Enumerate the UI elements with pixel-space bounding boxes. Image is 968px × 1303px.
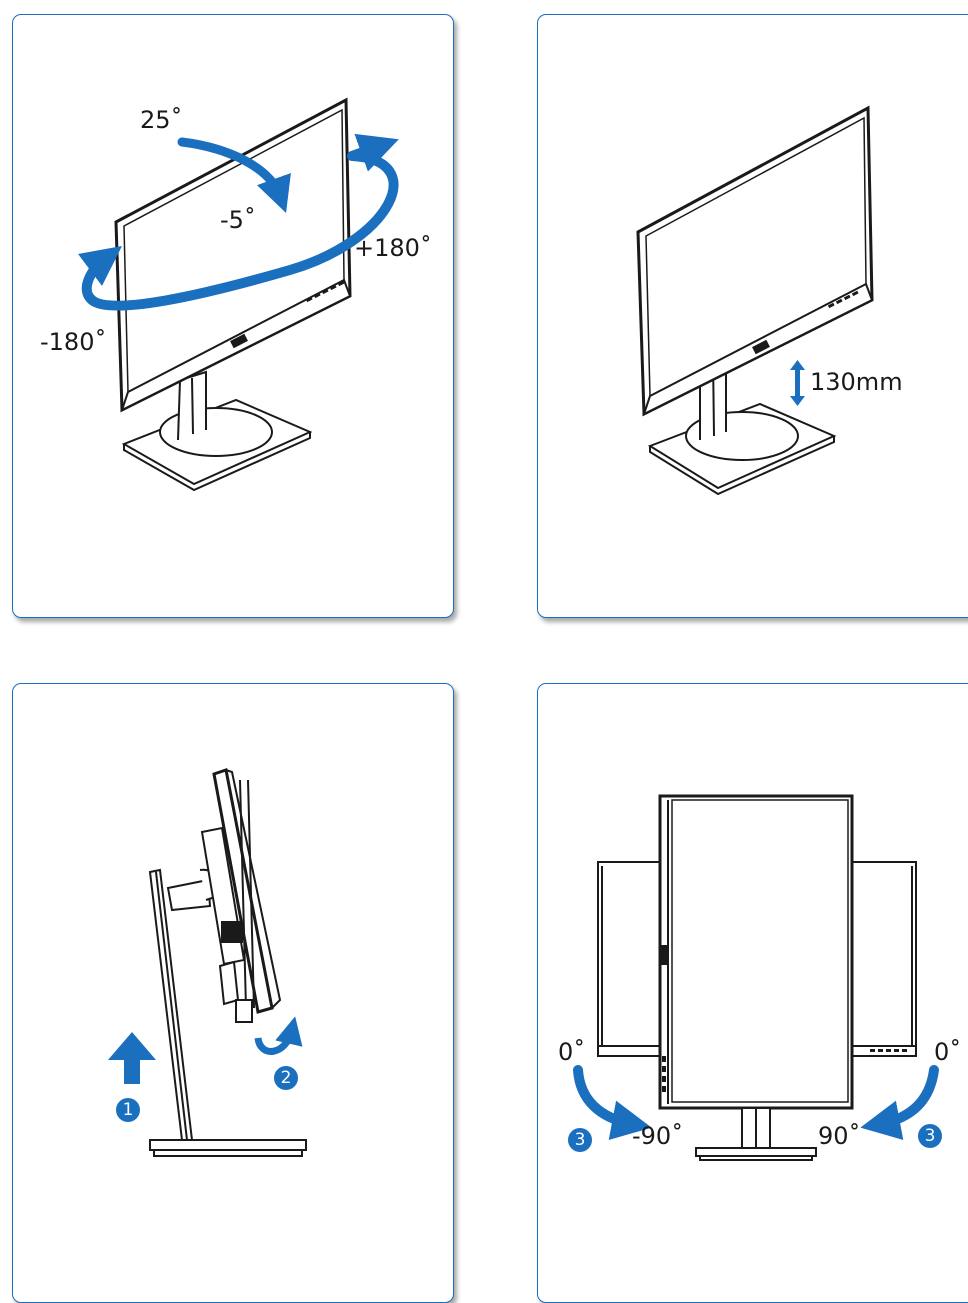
tilt-up-label: 25˚ — [140, 106, 183, 134]
height-range-label: 130mm — [810, 368, 903, 396]
monitor-side-view — [148, 768, 307, 1157]
pivot-left-end-label: -90˚ — [632, 1122, 684, 1150]
pivot-right-arrow-icon — [860, 1065, 939, 1140]
rotate-curve-arrow-icon — [254, 1016, 303, 1055]
tilt-down-label: -5˚ — [220, 206, 256, 234]
pivot-left-arrow-icon — [573, 1065, 652, 1140]
step-3-right-badge: 3 — [918, 1124, 942, 1148]
swivel-left-label: -180˚ — [40, 328, 107, 356]
pivot-left-start-label: 0˚ — [558, 1038, 586, 1066]
monitor-pivot-front — [597, 794, 917, 1161]
step-1-badge: 1 — [116, 1098, 140, 1122]
height-arrow-icon — [790, 360, 805, 406]
lift-up-arrow-icon — [108, 1032, 156, 1084]
pivot-right-end-label: 90˚ — [818, 1122, 861, 1150]
step-2-badge: 2 — [274, 1066, 298, 1090]
swivel-right-label: +180˚ — [354, 234, 432, 262]
tilt-arrow-icon — [177, 137, 291, 213]
swivel-arrow-icon — [77, 151, 399, 311]
pivot-right-start-label: 0˚ — [934, 1038, 962, 1066]
step-3-left-badge: 3 — [568, 1128, 592, 1152]
monitor-3d-height — [636, 105, 874, 496]
